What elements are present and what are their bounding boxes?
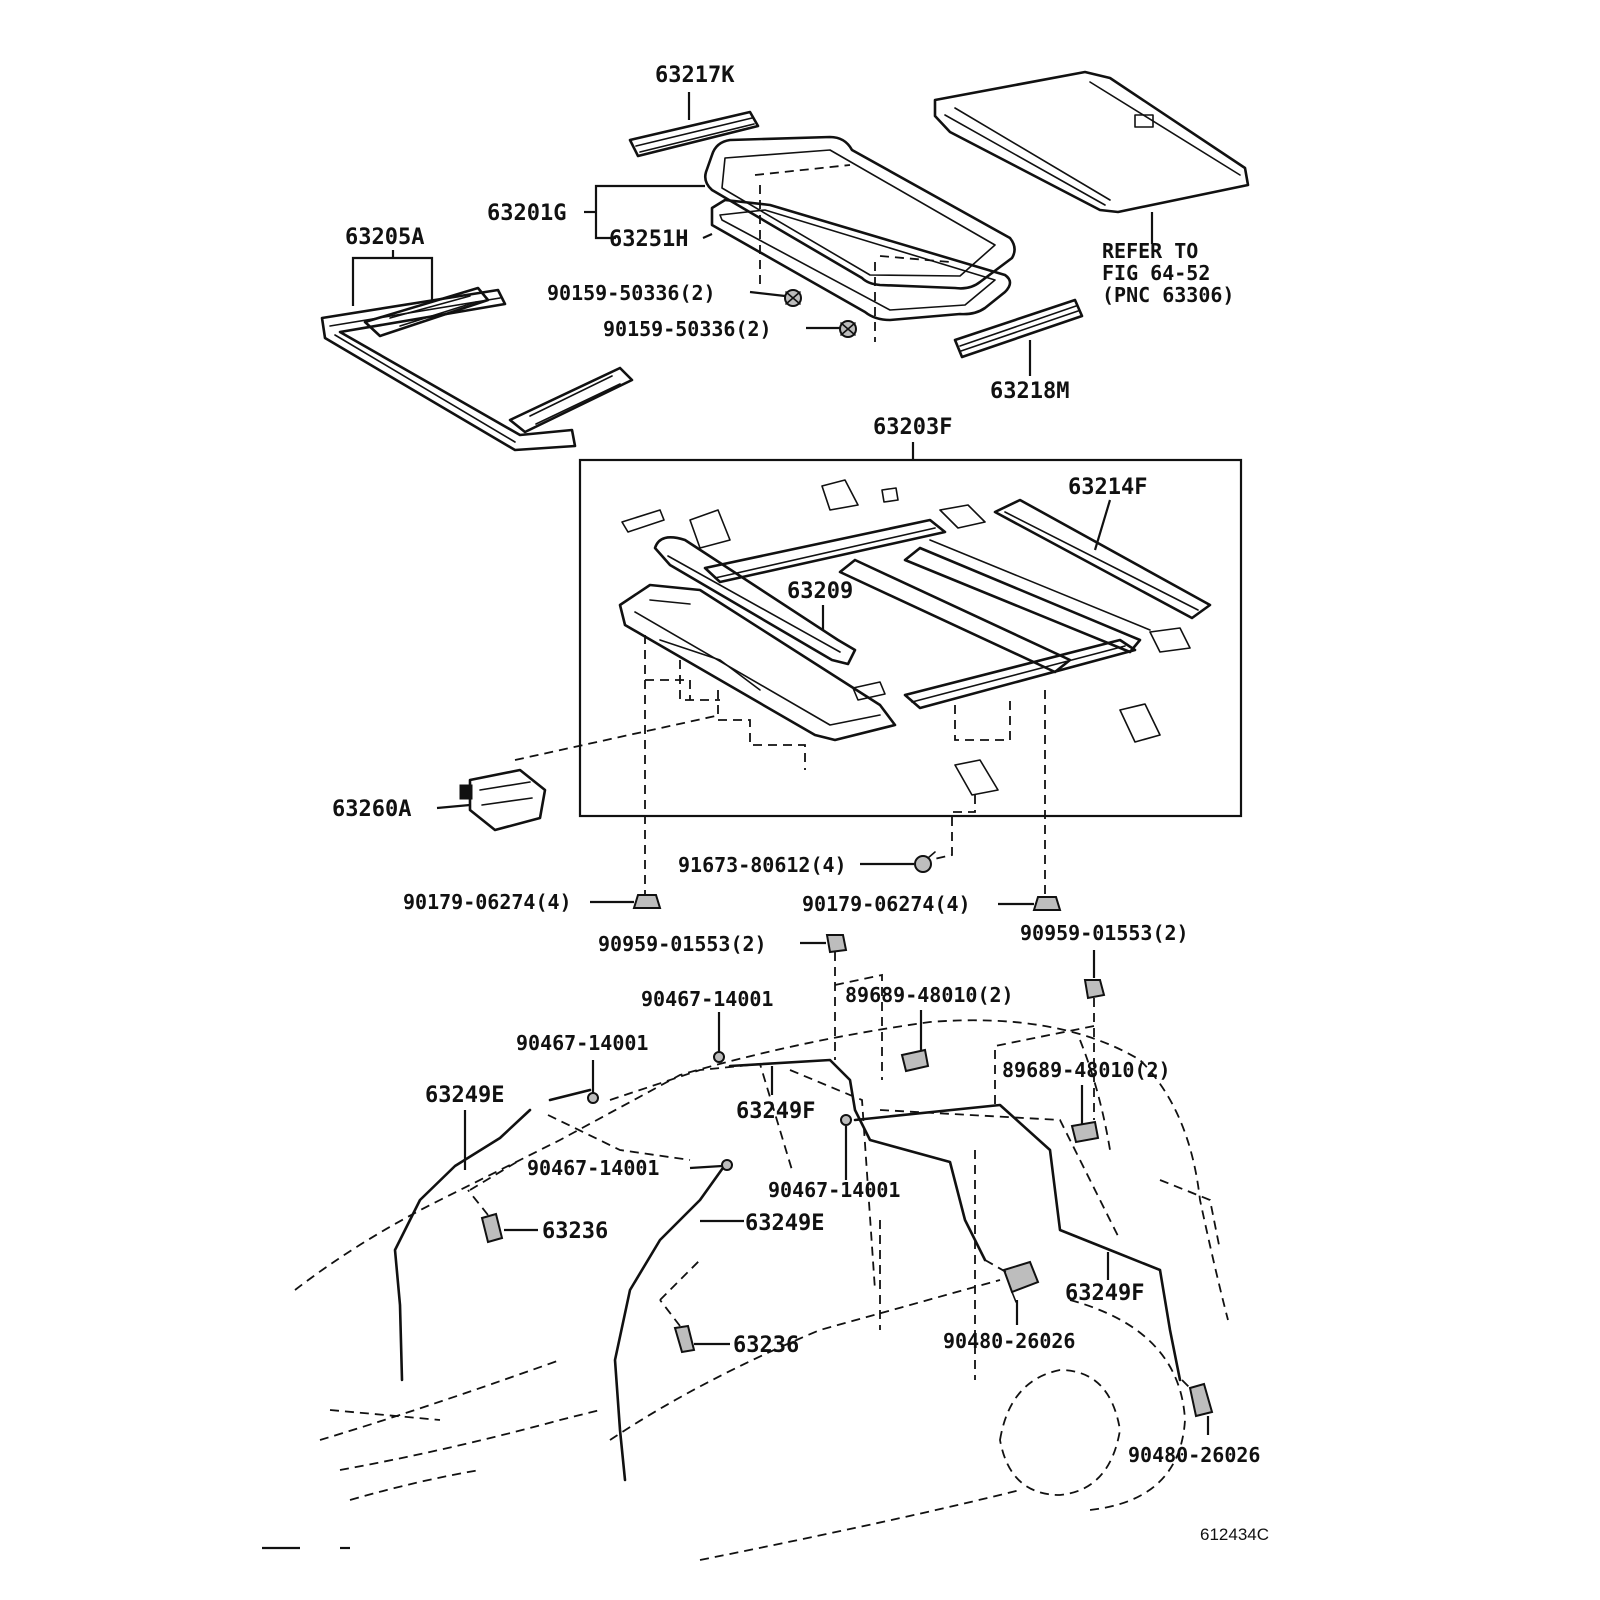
drain-hose-rear-right (853, 1103, 1182, 1382)
drain-hose-front-right (728, 1058, 987, 1262)
retainer-icon (673, 1324, 696, 1354)
label-63236-a: 63236 (542, 1219, 608, 1244)
nut-icon (632, 894, 662, 909)
label-63251h: 63251H (609, 227, 688, 252)
label-63205a: 63205A (345, 225, 424, 250)
nut-icon (1032, 896, 1062, 911)
refer-line3: (PNC 63306) (1102, 283, 1234, 307)
check-valve-icon (1188, 1382, 1214, 1418)
refer-line2: FIG 64-52 (1102, 261, 1210, 285)
bolt-icon (914, 851, 936, 873)
sunshade-part (933, 70, 1250, 214)
label-63249e-a: 63249E (425, 1083, 504, 1108)
label-90467-a: 90467-14001 (641, 987, 773, 1011)
label-63218m: 63218M (990, 379, 1069, 404)
drain-hose-rear-left (613, 1163, 727, 1482)
label-90159-b: 90159-50336(2) (603, 317, 772, 341)
label-90467-b: 90467-14001 (516, 1031, 648, 1055)
label-89689-a: 89689-48010(2) (845, 983, 1014, 1007)
clamp-icon (825, 934, 848, 954)
hose-clip-icon (587, 1092, 599, 1104)
label-63236-b: 63236 (733, 1333, 799, 1358)
label-63249e-b: 63249E (745, 1211, 824, 1236)
label-63209: 63209 (787, 579, 853, 604)
hose-clip-icon (840, 1114, 852, 1126)
retainer-icon (480, 1212, 504, 1244)
label-90959-a: 90959-01553(2) (598, 932, 767, 956)
label-63249f-a: 63249F (736, 1099, 815, 1124)
refer-line1: REFER TO (1102, 239, 1198, 263)
hose-clip-icon (713, 1051, 725, 1063)
wind-deflector-part (628, 110, 760, 158)
label-63214f: 63214F (1068, 475, 1147, 500)
hose-clip-icon (721, 1159, 733, 1171)
drain-frame-part (320, 286, 634, 452)
screw-icon (839, 320, 857, 338)
grommet-icon (900, 1048, 930, 1073)
label-91673: 91673-80612(4) (678, 853, 847, 877)
label-89689-b: 89689-48010(2) (1002, 1058, 1171, 1082)
label-63260a: 63260A (332, 797, 411, 822)
clamp-icon (1083, 979, 1106, 1000)
label-90467-d: 90467-14001 (768, 1178, 900, 1202)
label-90179-a: 90179-06274(4) (403, 890, 572, 914)
label-90467-c: 90467-14001 (527, 1156, 659, 1180)
label-63217k: 63217K (655, 63, 735, 88)
figure-code: 612434C (1200, 1525, 1269, 1544)
glass-seal-part (710, 198, 1012, 322)
label-63249f-b: 63249F (1065, 1281, 1144, 1306)
label-90179-b: 90179-06274(4) (802, 892, 971, 916)
label-63203f: 63203F (873, 415, 952, 440)
rear-rail-part (953, 298, 1084, 359)
sunroof-housing-box (578, 458, 1243, 818)
grommet-icon (1070, 1120, 1100, 1144)
sunroof-glass-part (703, 135, 1016, 290)
drain-hose-stub (548, 1088, 592, 1102)
check-valve-icon (1002, 1260, 1040, 1303)
sunroof-motor-part (459, 768, 547, 832)
label-90159-a: 90159-50336(2) (547, 281, 716, 305)
label-90959-b: 90959-01553(2) (1020, 921, 1189, 945)
screw-icon (784, 289, 802, 307)
label-90480-b: 90480-26026 (1128, 1443, 1260, 1467)
label-63201g: 63201G (487, 201, 566, 226)
label-90480-a: 90480-26026 (943, 1329, 1075, 1353)
drain-hose-front-left (393, 1108, 532, 1382)
sunroof-housing-frame (618, 479, 1212, 796)
